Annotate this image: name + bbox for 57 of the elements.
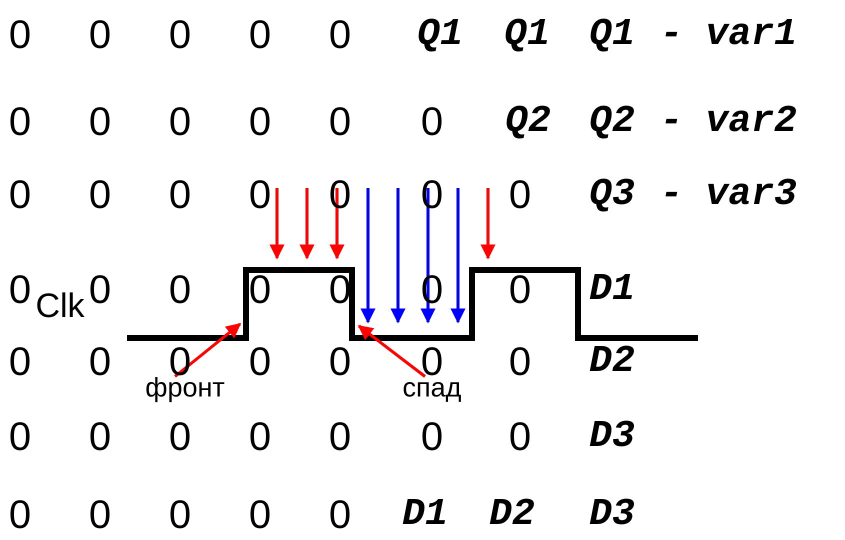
bit-value: 0: [248, 102, 272, 142]
signal-name: Q1: [504, 16, 550, 54]
bit-value: 0: [8, 495, 32, 535]
signal-name: - var3: [660, 176, 797, 214]
signal-name: D2: [489, 496, 535, 534]
bit-value: 0: [328, 15, 352, 55]
bit-value: 0: [88, 102, 112, 142]
signal-name: D2: [589, 343, 635, 381]
bit-value: 0: [88, 417, 112, 457]
bit-value: 0: [168, 102, 192, 142]
signal-name: D3: [589, 496, 635, 534]
bit-value: 0: [328, 495, 352, 535]
bit-value: 0: [168, 270, 192, 310]
signal-name: Q2: [589, 103, 635, 141]
bit-value: 0: [248, 342, 272, 382]
bit-value: 0: [248, 495, 272, 535]
bit-value: 0: [508, 342, 532, 382]
bit-value: 0: [88, 495, 112, 535]
bit-value: 0: [328, 270, 352, 310]
signal-name: - var2: [660, 103, 797, 141]
edge-caption: фронт: [145, 374, 225, 402]
signal-name: D1: [589, 271, 635, 309]
bit-value: 0: [168, 175, 192, 215]
bit-value: 0: [88, 175, 112, 215]
signal-name: Q1: [417, 16, 463, 54]
signal-name: Q3: [589, 176, 635, 214]
bit-value: 0: [508, 270, 532, 310]
leader-line: [358, 324, 426, 378]
bit-value: 0: [8, 342, 32, 382]
bit-value: 0: [248, 15, 272, 55]
bit-value: 0: [8, 102, 32, 142]
bit-value: 0: [168, 495, 192, 535]
bit-value: 0: [328, 102, 352, 142]
bit-value: 0: [248, 175, 272, 215]
signal-name: D3: [589, 418, 635, 456]
bit-value: 0: [248, 417, 272, 457]
bit-value: 0: [248, 270, 272, 310]
signal-name: Q2: [505, 103, 551, 141]
bit-value: 0: [328, 342, 352, 382]
bit-value: Clk: [35, 289, 85, 323]
bit-value: 0: [168, 15, 192, 55]
bit-value: 0: [168, 417, 192, 457]
signal-name: Q1: [589, 16, 635, 54]
bit-value: 0: [420, 102, 444, 142]
signal-name: - var1: [660, 16, 797, 54]
signal-name: D1: [402, 496, 448, 534]
bit-value: 0: [8, 417, 32, 457]
bit-value: 0: [508, 175, 532, 215]
bit-value: 0: [420, 417, 444, 457]
bit-value: 0: [8, 175, 32, 215]
bit-value: 0: [8, 15, 32, 55]
bit-value: 0: [88, 15, 112, 55]
bit-value: 0: [328, 417, 352, 457]
bit-value: 0: [508, 417, 532, 457]
bit-value: 0: [88, 342, 112, 382]
bit-value: 0: [88, 270, 112, 310]
bit-value: 0: [8, 270, 32, 310]
